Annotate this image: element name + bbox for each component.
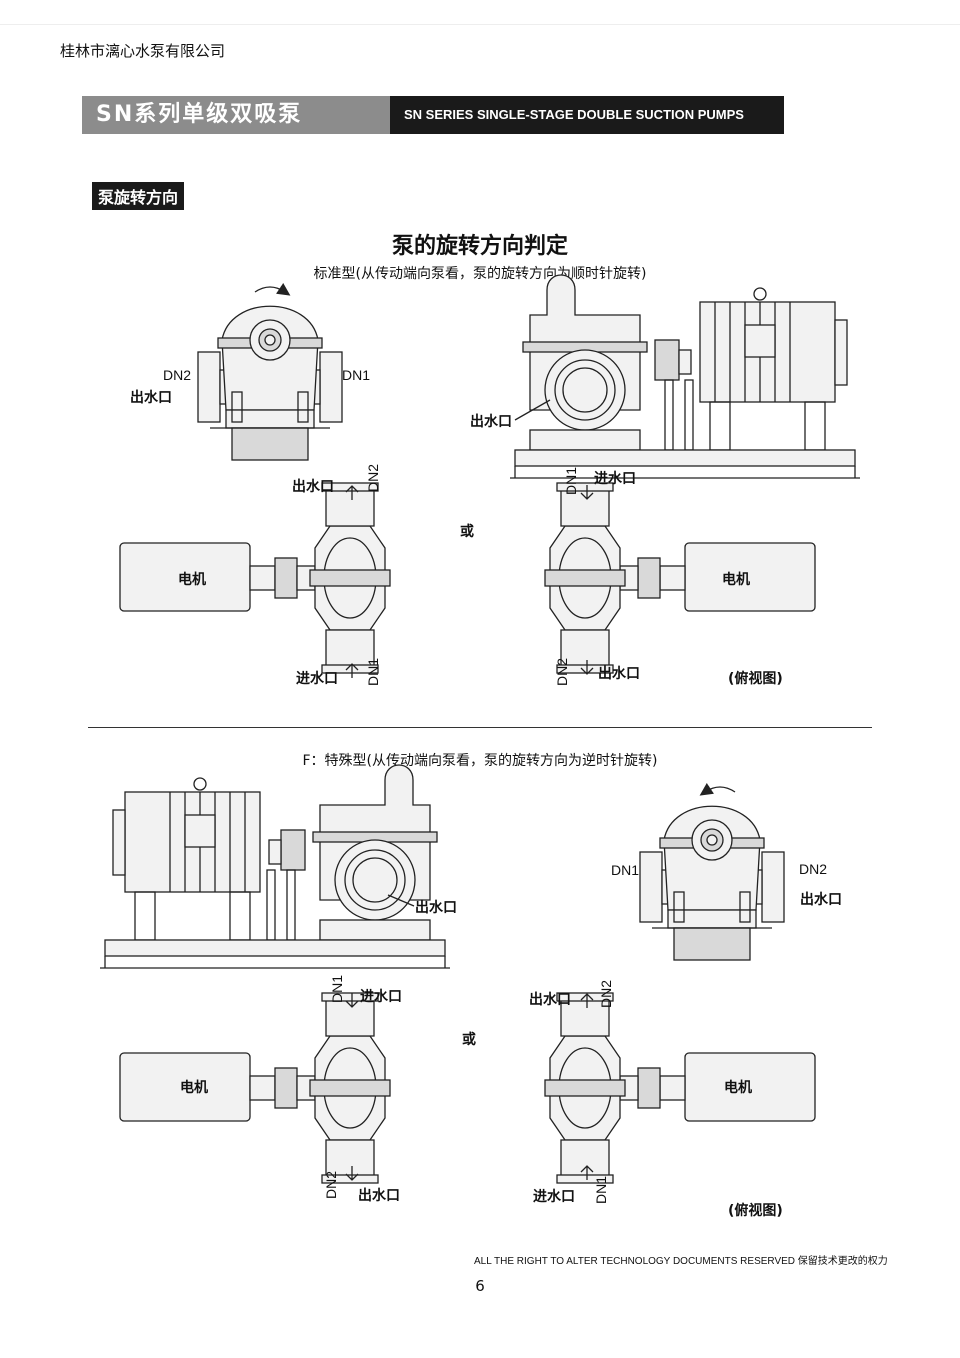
outlet-arrow: [345, 1166, 359, 1181]
inlet-label: 进水口: [594, 470, 636, 487]
outlet-label: 出水口: [130, 389, 172, 406]
special-side-view: [99, 764, 451, 969]
outlet-arrow: [345, 485, 359, 500]
dn1-label: DN1: [593, 1176, 609, 1204]
special-top-view-right: [544, 992, 816, 1184]
top-view-caption: (俯视图): [728, 670, 783, 687]
banner-cn-title: SN系列单级双吸泵: [82, 96, 390, 134]
motor-label: 电机: [722, 571, 750, 588]
company-name: 桂林市漓心水泵有限公司: [60, 42, 226, 60]
top-rule: [0, 24, 960, 25]
or-label: 或: [462, 1031, 476, 1048]
standard-top-view-left: [119, 482, 391, 674]
inlet-arrow: [345, 993, 359, 1008]
dn2-label: DN2: [163, 367, 191, 383]
dn1-label: DN1: [563, 467, 579, 495]
rights-reserved-note: ALL THE RIGHT TO ALTER TECHNOLOGY DOCUME…: [474, 1256, 888, 1267]
outlet-label: 出水口: [598, 665, 640, 682]
series-banner: SN系列单级双吸泵 SN SERIES SINGLE-STAGE DOUBLE …: [82, 96, 784, 134]
page-number: 6: [475, 1277, 485, 1295]
inlet-label: 进水口: [296, 670, 338, 687]
rotation-arrow-cw: [254, 282, 291, 296]
outlet-label: 出水口: [358, 1187, 400, 1204]
dn1-label: DN1: [365, 658, 381, 686]
standard-end-view: [197, 305, 343, 461]
dn1-label: DN1: [342, 367, 370, 383]
outlet-label: 出水口: [292, 478, 334, 495]
motor-label: 电机: [180, 1079, 208, 1096]
outlet-label: 出水口: [470, 413, 512, 430]
dn2-label: DN2: [554, 658, 570, 686]
outlet-label: 出水口: [800, 891, 842, 908]
inlet-label: 进水口: [360, 988, 402, 1005]
inlet-label: 进水口: [533, 1188, 575, 1205]
inlet-arrow: [580, 485, 594, 500]
dn2-label: DN2: [799, 861, 827, 877]
dn1-label: DN1: [329, 975, 345, 1003]
inlet-arrow: [345, 663, 359, 678]
outlet-arrow: [580, 993, 594, 1008]
dn2-label: DN2: [598, 980, 614, 1008]
outlet-label: 出水口: [529, 991, 571, 1008]
leader-line: [514, 399, 551, 421]
or-label: 或: [460, 523, 474, 540]
dn2-label: DN2: [323, 1171, 339, 1199]
section-divider: [88, 727, 872, 728]
outlet-arrow: [580, 660, 594, 675]
top-view-caption: (俯视图): [728, 1202, 783, 1219]
inlet-arrow: [580, 1165, 594, 1180]
motor-label: 电机: [724, 1079, 752, 1096]
standard-side-view: [509, 274, 861, 479]
outlet-label: 出水口: [415, 899, 457, 916]
page-title: 泵的旋转方向判定: [391, 234, 568, 259]
leader-line: [387, 894, 415, 907]
special-end-view: [639, 805, 785, 961]
special-subtitle: F：特殊型(从传动端向泵看，泵的旋转方向为逆时针旋转): [302, 753, 658, 769]
rotation-arrow-ccw: [699, 782, 736, 796]
dn2-label: DN2: [365, 464, 381, 492]
motor-label: 电机: [178, 571, 206, 588]
section-tag: 泵旋转方向: [92, 182, 185, 210]
standard-top-view-right: [544, 482, 816, 674]
dn1-label: DN1: [611, 862, 639, 878]
banner-en-title: SN SERIES SINGLE-STAGE DOUBLE SUCTION PU…: [390, 96, 784, 134]
special-top-view-left: [119, 992, 391, 1184]
